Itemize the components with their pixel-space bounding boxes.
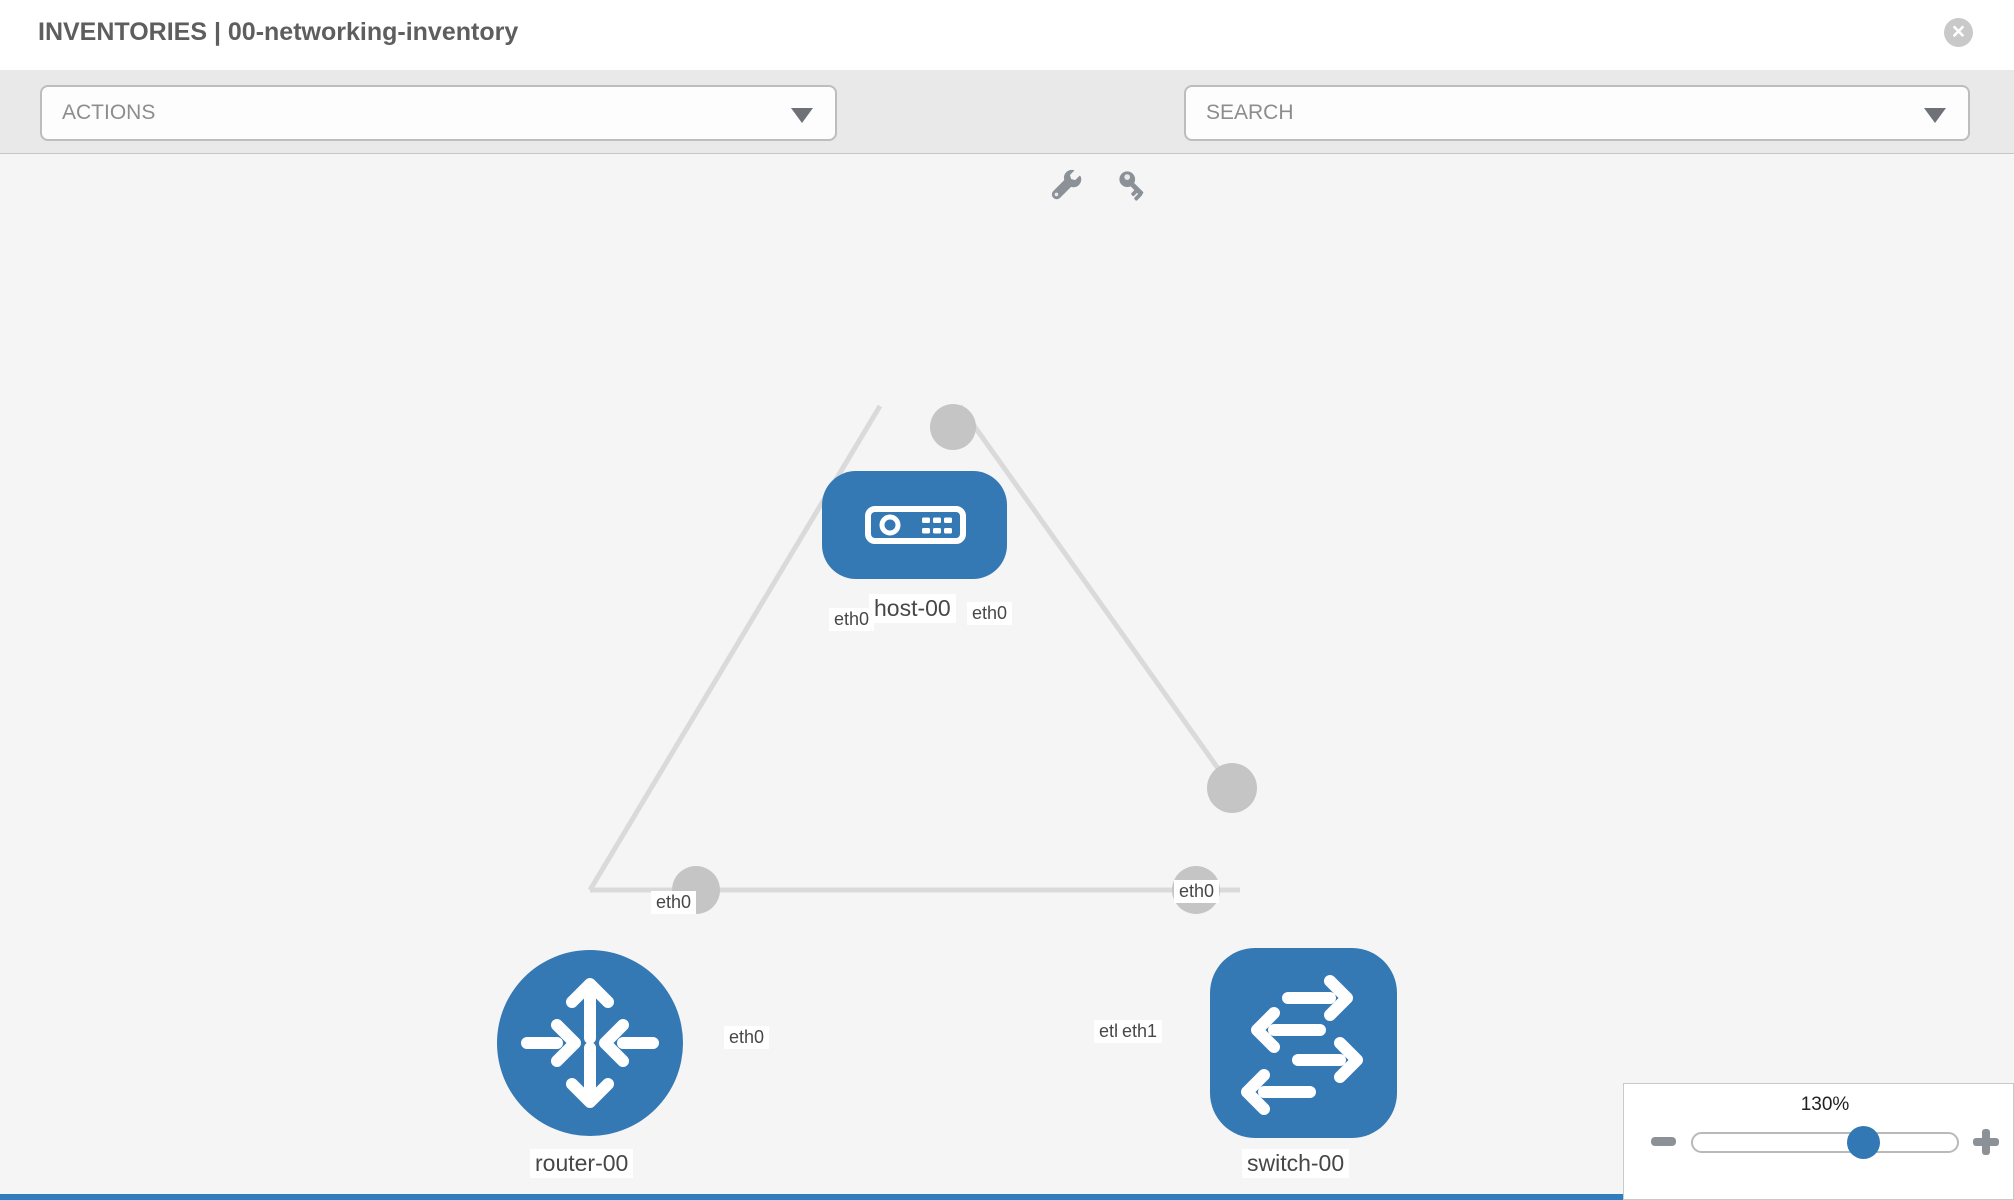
actions-dropdown-label: ACTIONS xyxy=(62,101,156,124)
wrench-icon xyxy=(1051,169,1082,200)
router-icon xyxy=(521,978,659,1108)
node-label-host: host-00 xyxy=(869,594,956,623)
interface-label-switch-eth0: eth0 xyxy=(1174,880,1220,903)
bottom-accent-bar xyxy=(0,1194,1624,1200)
interface-label-router-eth0: eth0 xyxy=(724,1026,770,1049)
node-host-00[interactable] xyxy=(822,471,1007,579)
node-label-switch: switch-00 xyxy=(1242,1149,1350,1178)
close-icon: × xyxy=(1951,18,1966,44)
search-placeholder: SEARCH xyxy=(1206,101,1294,124)
port-host-eth0 xyxy=(930,404,976,450)
zoom-level-value: 130% xyxy=(1800,1094,1850,1115)
actions-dropdown[interactable]: ACTIONS xyxy=(40,85,837,141)
header-bar: INVENTORIES | 00-networking-inventory × xyxy=(0,0,2014,70)
chevron-down-icon xyxy=(791,108,813,123)
host-icon xyxy=(865,506,966,544)
switch-icon xyxy=(1241,975,1363,1115)
search-dropdown[interactable]: SEARCH xyxy=(1184,85,1970,141)
interface-label-switch-eth1: eth1 xyxy=(1117,1020,1163,1043)
port-switch-eth0 xyxy=(1207,763,1257,813)
graph-layer xyxy=(587,404,1257,914)
zoom-slider-track[interactable] xyxy=(1691,1132,1959,1153)
interface-label-host-eth0-right: eth0 xyxy=(967,602,1013,625)
node-switch-00[interactable] xyxy=(1210,948,1397,1138)
node-router-00[interactable] xyxy=(497,950,683,1136)
topology-canvas[interactable]: host-00 router-00 switch-00 eth0 eth0 et… xyxy=(0,153,2014,1200)
link-host-switch[interactable] xyxy=(957,404,1235,790)
page-title: INVENTORIES | 00-networking-inventory xyxy=(38,18,519,46)
zoom-panel: 130% xyxy=(1623,1083,2014,1200)
zoom-slider-handle[interactable] xyxy=(1847,1126,1880,1159)
close-button[interactable]: × xyxy=(1944,18,1973,47)
zoom-out-button[interactable] xyxy=(1651,1137,1676,1146)
toolbar: ACTIONS SEARCH xyxy=(0,70,2014,201)
chevron-down-icon xyxy=(1924,108,1946,123)
plus-icon xyxy=(1982,1129,1990,1155)
key-icon xyxy=(1119,171,1144,201)
tools-button[interactable] xyxy=(1049,169,1083,203)
credentials-button[interactable] xyxy=(1117,169,1151,203)
interface-label-router-eth0-uplink: eth0 xyxy=(651,891,697,914)
interface-label-host-eth0-left: eth0 xyxy=(829,608,875,631)
node-label-router: router-00 xyxy=(530,1149,634,1178)
zoom-in-button[interactable] xyxy=(1973,1129,1999,1155)
